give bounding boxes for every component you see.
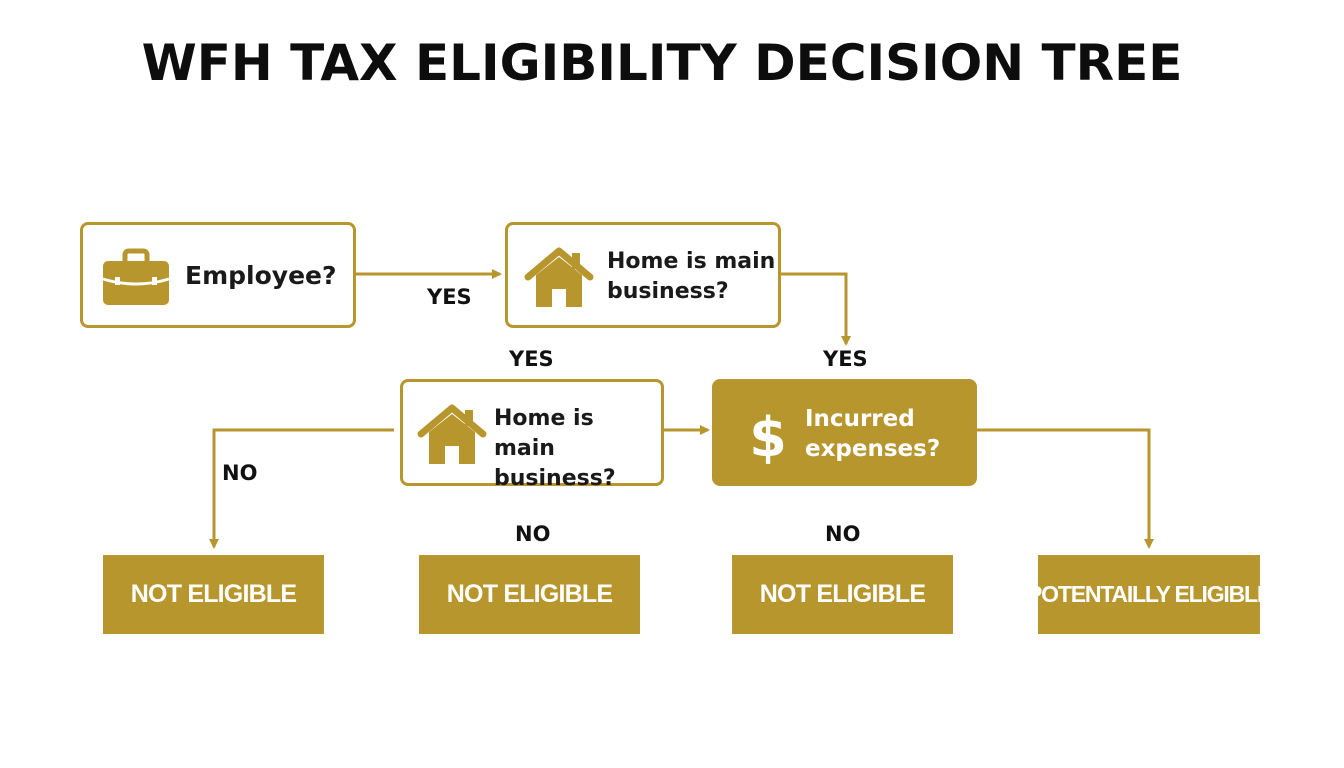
briefcase-icon	[102, 248, 170, 305]
employee-question: Employee?	[185, 261, 337, 290]
house-icon	[524, 247, 594, 307]
employee-decision-node: Employee?	[80, 222, 356, 328]
diagram-title: WFH TAX ELIGIBILITY DECISION TREE	[141, 34, 1183, 92]
arrow-home-top-to-incurred	[781, 272, 851, 346]
result-not-eligible-2: NOT ELIGIBLE	[419, 555, 640, 634]
dollar-icon: $	[749, 406, 787, 466]
result-not-eligible-3: NOT ELIGIBLE	[732, 555, 953, 634]
result-not-eligible-1: NOT ELIGIBLE	[103, 555, 324, 634]
svg-text:$: $	[749, 406, 787, 466]
edge-label-no-left: NO	[222, 461, 258, 485]
home-main-business-mid-node: Home is main business?	[400, 379, 664, 491]
edge-label-no-right: NO	[825, 522, 861, 546]
edge-label-yes-mid: YES	[509, 347, 554, 371]
incurred-expenses-node: $ Incurred expenses?	[712, 379, 977, 486]
incurred-expenses-question: Incurred expenses?	[805, 406, 941, 462]
arrow-incurred-to-potential	[977, 428, 1154, 549]
home-main-business-mid-question: Home is main business?	[494, 406, 616, 491]
edge-label-yes-home-top: YES	[823, 347, 868, 371]
edge-label-yes-employee: YES	[427, 285, 472, 309]
edge-label-no-mid: NO	[515, 522, 551, 546]
home-main-business-top-node: Home is main business?	[505, 222, 781, 328]
result-potentially-eligible: POTENTAILLY ELIGIBLE	[1027, 555, 1272, 634]
home-main-business-top-question: Home is main business?	[607, 249, 776, 304]
house-icon	[417, 404, 487, 464]
arrow-left-branch	[209, 428, 394, 549]
